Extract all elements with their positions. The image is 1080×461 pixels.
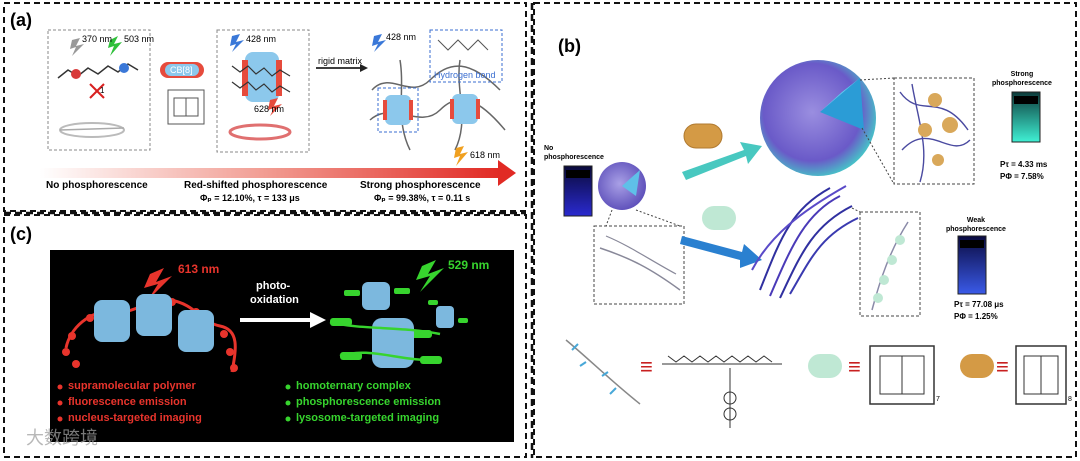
stage-strong-values: Φₚ = 99.38%, τ = 0.11 s (374, 193, 471, 203)
wavelength-blue-2: 428 nm (386, 32, 417, 42)
red-list-item-1: supramolecular polymer (68, 380, 196, 392)
panel-c-label: (c) (10, 224, 32, 244)
arrow-label-photo: photo- (256, 280, 291, 292)
panel-b-label: (b) (558, 36, 581, 56)
stage-no-phosphorescence: No phosphorescence (46, 180, 148, 191)
weak-tau: Pτ = 77.08 μs (954, 300, 1004, 309)
strong-phosphorescence-label: Strong phosphorescence (992, 71, 1052, 87)
wavelength-orange: 618 nm (470, 150, 501, 160)
weak-phi: PΦ = 1.25% (954, 312, 998, 321)
equiv-sign-3: ≡ (996, 354, 1009, 379)
cb8-subscript: 8 (1068, 396, 1072, 403)
equiv-sign-2: ≡ (848, 354, 861, 379)
watermark: 大数跨境 (26, 428, 98, 449)
green-list-item-3: lysosome-targeted imaging (296, 412, 440, 424)
wavelength-red: 628 nm (254, 104, 285, 114)
stage-red-shifted-values: Φₚ = 12.10%, τ = 133 μs (200, 193, 300, 203)
arrow-label-oxidation: oxidation (250, 294, 299, 306)
cb7-subscript: 7 (936, 396, 940, 403)
green-list-item-1: homoternary complex (296, 380, 411, 392)
cb8-label: CB[8] (170, 65, 193, 75)
panel-a-label: (a) (10, 10, 32, 30)
stage-red-shifted: Red-shifted phosphorescence (184, 180, 328, 191)
green-wavelength: 529 nm (448, 258, 490, 272)
strong-phi: PΦ = 7.58% (1000, 172, 1044, 181)
strong-tau: Pτ = 4.33 ms (1000, 160, 1048, 169)
stage-strong: Strong phosphorescence (360, 180, 481, 191)
red-list-item-3: nucleus-targeted imaging (68, 412, 202, 424)
wavelength-green: 503 nm (124, 34, 155, 44)
red-list-item-2: fluorescence emission (68, 396, 187, 408)
wavelength-blue: 428 nm (246, 34, 277, 44)
wavelength-uv: 370 nm (82, 34, 113, 44)
compound-number: 1 (100, 86, 105, 95)
red-wavelength: 613 nm (178, 262, 220, 276)
no-phosphorescence-label: No phosphorescence (544, 145, 604, 161)
equiv-sign-1: ≡ (640, 354, 653, 379)
hydrogen-bond-label: Hydrogen bond (434, 70, 496, 80)
rigid-matrix-label: rigid matrix (318, 56, 363, 66)
weak-phosphorescence-label: Weak phosphorescence (946, 217, 1006, 233)
green-list-item-2: phosphorescence emission (296, 396, 441, 408)
